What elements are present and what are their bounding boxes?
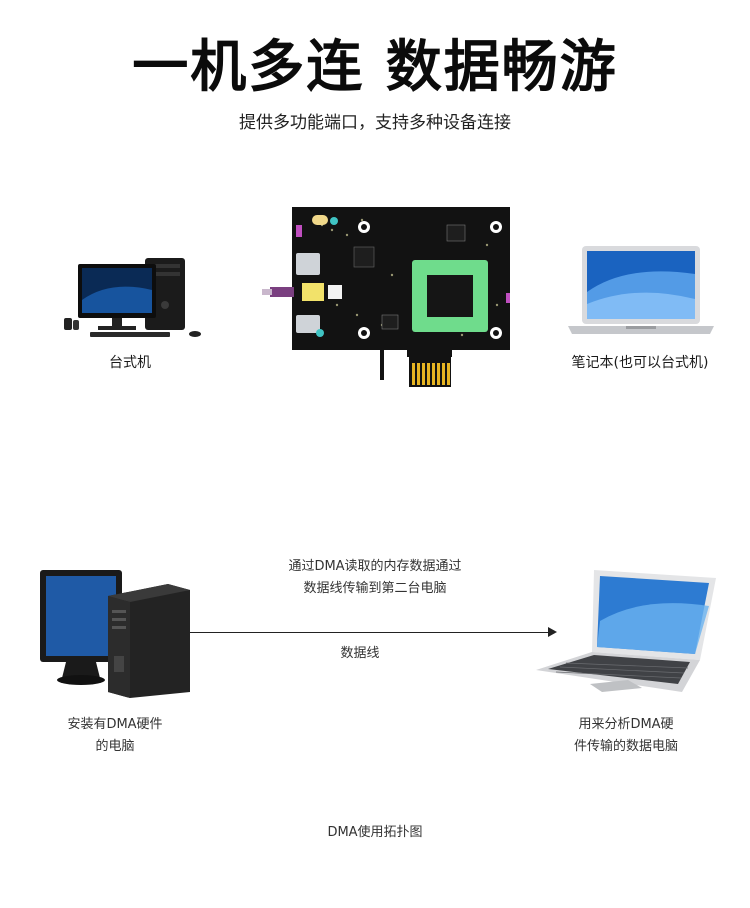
data-cable-arrow-line	[190, 632, 550, 633]
laptop-label: 笔记本(也可以台式机)	[571, 355, 709, 371]
laptop-image	[566, 244, 716, 336]
transfer-note-line-1: 通过DMA读取的内存数据通过	[288, 559, 462, 574]
desktop-computer-image	[60, 250, 210, 340]
page-title: 一机多连 数据畅游	[132, 35, 618, 100]
dma-pcie-board-image	[262, 205, 518, 391]
transfer-note: 通过DMA读取的内存数据通过 数据线传输到第二台电脑	[180, 556, 570, 600]
page-subtitle: 提供多功能端口，支持多种设备连接	[239, 113, 511, 133]
transfer-note-line-2: 数据线传输到第二台电脑	[303, 581, 447, 596]
target-laptop-label-1: 用来分析DMA硬	[578, 717, 674, 732]
target-laptop-label-2: 件传输的数据电脑	[573, 739, 678, 754]
source-computer-label-2: 的电脑	[95, 739, 135, 754]
cable-label: 数据线	[340, 646, 380, 661]
arrow-head-icon	[548, 627, 557, 637]
source-computer-image	[38, 566, 198, 698]
target-laptop-image	[532, 566, 722, 696]
source-computer-label-1: 安装有DMA硬件	[67, 717, 163, 732]
desktop-label: 台式机	[109, 355, 151, 371]
topology-caption: DMA使用拓扑图	[327, 825, 423, 840]
